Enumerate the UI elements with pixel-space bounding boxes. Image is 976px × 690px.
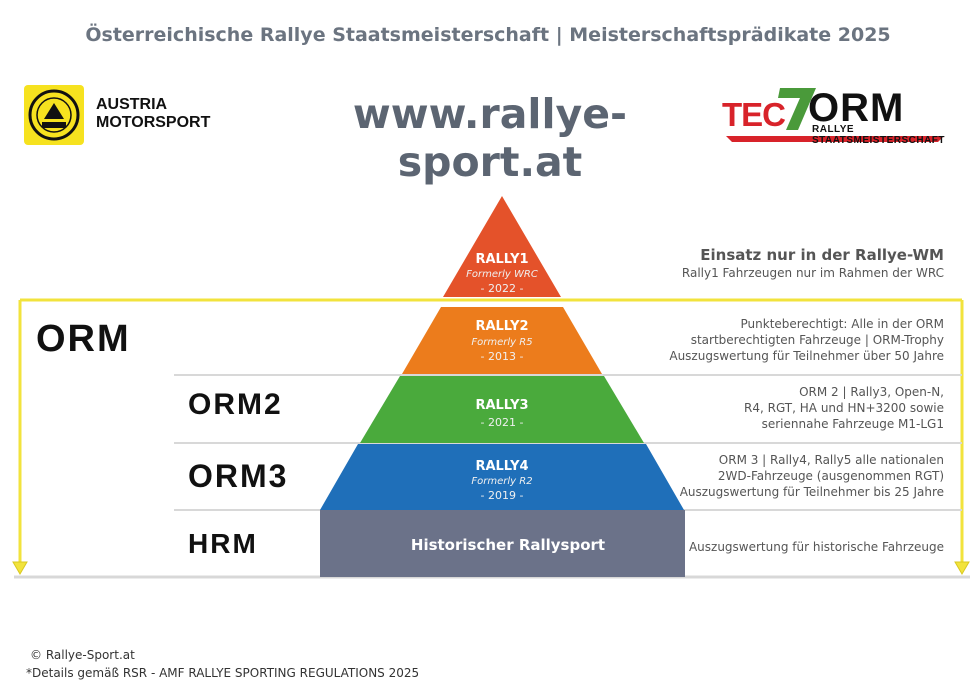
rally2-desc-l1: Punkteberechtigt: Alle in der ORM [740, 317, 944, 331]
amf-line1: AUSTRIA [96, 96, 168, 113]
rally1-description: Einsatz nur in der Rallye-WM Rally1 Fahr… [682, 245, 944, 281]
rally4-year: - 2019 - [481, 489, 524, 502]
rally2-sub: Formerly R5 [471, 337, 532, 348]
rally1-year: - 2022 - [481, 282, 524, 295]
rally1-sub: Formerly WRC [466, 269, 538, 280]
tier-historic [320, 510, 685, 577]
hrm-championship-logo: HRM [188, 528, 258, 559]
rally2-year: - 2013 - [481, 350, 524, 363]
rally4-desc-l2: 2WD-Fahrzeuge (ausgenommen RGT) [717, 469, 944, 483]
rally3-description: ORM 2 | Rally3, Open-N, R4, RGT, HA und … [744, 384, 944, 432]
orm-logo-text: ORM [808, 86, 905, 130]
arrow-down-left [12, 561, 28, 575]
rally3-desc-l1: ORM 2 | Rally3, Open-N, [799, 385, 944, 399]
tec7-orm-logo [720, 84, 946, 148]
rally4-sub: Formerly R2 [471, 476, 532, 487]
tier-rally4 [320, 444, 684, 510]
orm2-championship-logo: ORM2 [188, 388, 283, 421]
austria-motorsport-logo: AUSTRIA MOTORSPORT [96, 96, 210, 132]
arrow-down-right [954, 561, 970, 575]
championship-frame [12, 298, 970, 575]
orm-logo-subtitle: RALLYE STAATSMEISTERSCHAFT [812, 124, 946, 146]
rally2-desc-l3: Auszugswertung für Teilnehmer über 50 Ja… [669, 349, 944, 363]
rally3-desc-l3: seriennahe Fahrzeuge M1-LG1 [761, 417, 944, 431]
rally1-desc-line: Rally1 Fahrzeugen nur im Rahmen der WRC [681, 266, 944, 280]
historic-label: Historischer Rallysport [411, 536, 605, 554]
rally2-desc-l2: startberechtigten Fahrzeuge | ORM-Trophy [690, 333, 944, 347]
tier-rally2 [402, 307, 602, 374]
amf-line2: MOTORSPORT [96, 114, 211, 131]
rally3-label: RALLY3 [475, 398, 528, 413]
rally4-desc-l1: ORM 3 | Rally4, Rally5 alle nationalen [718, 453, 944, 467]
copyright: © Rallye-Sport.at [30, 648, 135, 662]
orm-championship-logo: ORM [36, 318, 131, 360]
website-url[interactable]: www.rallye-sport.at [352, 90, 628, 186]
rally1-label: RALLY1 [475, 252, 528, 267]
rally4-description: ORM 3 | Rally4, Rally5 alle nationalen 2… [680, 452, 944, 500]
rally2-description: Punkteberechtigt: Alle in der ORM startb… [669, 316, 944, 364]
hrm-desc-l1: Auszugswertung für historische Fahrzeuge [688, 540, 944, 554]
page-title: Österreichische Rallye Staatsmeisterscha… [85, 24, 891, 46]
rally2-label: RALLY2 [475, 319, 528, 334]
footnote: *Details gemäß RSR - AMF RALLYE SPORTING… [26, 666, 420, 680]
rally3-desc-l2: R4, RGT, HA und HN+3200 sowie [744, 401, 944, 415]
rally4-desc-l3: Auszugswertung für Teilnehmer bis 25 Jah… [679, 485, 944, 499]
orm3-championship-logo: ORM3 [188, 458, 289, 494]
hrm-description: Auszugswertung für historische Fahrzeuge [689, 539, 944, 555]
tier-rally1 [443, 196, 561, 297]
rally3-year: - 2021 - [481, 416, 524, 429]
rally4-label: RALLY4 [475, 459, 528, 474]
rally1-desc-head: Einsatz nur in der Rallye-WM [700, 246, 944, 264]
amf-damtc-logo [24, 85, 84, 145]
tec-text: TEC [722, 96, 786, 133]
tier-rally3 [360, 376, 644, 443]
